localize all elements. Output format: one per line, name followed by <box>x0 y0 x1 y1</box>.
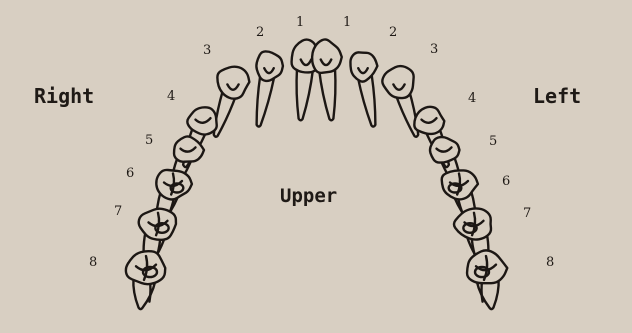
tooth-number-left-2: 2 <box>389 26 397 39</box>
tooth-number-right-1: 1 <box>296 16 304 29</box>
tooth-left-3 <box>382 66 418 137</box>
tooth-right-3 <box>214 67 250 137</box>
tooth-number-left-8: 8 <box>546 256 554 269</box>
tooth-number-right-2: 2 <box>256 26 264 39</box>
tooth-number-left-5: 5 <box>489 135 497 148</box>
tooth-number-right-5: 5 <box>145 134 153 147</box>
tooth-number-right-8: 8 <box>89 256 97 269</box>
tooth-number-left-3: 3 <box>430 43 438 56</box>
tooth-number-left-7: 7 <box>523 207 531 220</box>
tooth-number-right-4: 4 <box>167 90 175 103</box>
tooth-number-left-4: 4 <box>468 92 476 105</box>
arch-label: Upper <box>280 187 337 206</box>
tooth-left-2 <box>350 52 377 126</box>
tooth-right-8 <box>126 251 165 309</box>
tooth-number-right-7: 7 <box>114 205 122 218</box>
tooth-left-8 <box>467 250 507 309</box>
tooth-number-right-3: 3 <box>203 44 211 57</box>
tooth-left-1 <box>312 39 342 120</box>
right-side-label: Right <box>34 86 94 106</box>
tooth-number-left-6: 6 <box>502 175 510 188</box>
tooth-right-2 <box>256 51 283 126</box>
tooth-number-right-6: 6 <box>126 167 134 180</box>
tooth-number-left-1: 1 <box>343 16 351 29</box>
left-side-label: Left <box>533 86 581 106</box>
